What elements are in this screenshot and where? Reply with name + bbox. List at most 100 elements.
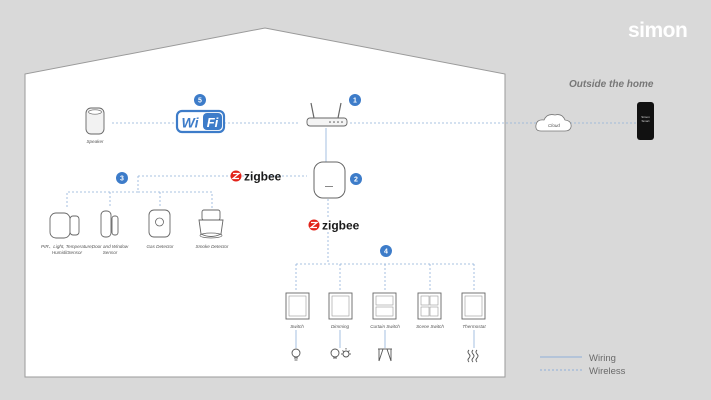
wired-links (295, 128, 475, 348)
smoke-detector-icon (198, 219, 224, 237)
bulb-glass (291, 348, 301, 358)
badge-circle (380, 245, 392, 257)
switch-rocker (331, 295, 350, 317)
dimming-label: Dimming (331, 324, 350, 329)
door-sensor-body (100, 210, 112, 238)
heat-wave (467, 349, 471, 363)
door-sensor-label-1: Door and Window (92, 244, 129, 249)
router-antenna-left (310, 102, 315, 119)
sun-ray (348, 350, 350, 352)
switch-plate (372, 292, 397, 320)
switch-plate (461, 292, 486, 320)
gas-detector-grille (155, 217, 164, 227)
curtain-icon (378, 348, 392, 362)
sensor-bus-right (138, 191, 213, 208)
switch-label: Switch (290, 324, 304, 329)
cloud-icon (535, 114, 572, 132)
badge-circle (194, 94, 206, 106)
scene-switch-label: Scene Switch (416, 324, 444, 329)
router-led (341, 121, 343, 123)
smoke-detector-top (201, 209, 221, 221)
phone-text-line-2: Smart (641, 119, 649, 123)
switch-rocker (464, 295, 483, 317)
switch-rocker (420, 295, 430, 306)
speaker-top (88, 109, 102, 115)
door-sensor-magnet (111, 215, 119, 236)
zigbee-icon-z (231, 172, 241, 180)
gateway-icon (313, 161, 346, 199)
legend-wiring-label: Wiring (589, 353, 616, 364)
speaker: Speaker (85, 107, 105, 144)
light-bulb-icon (291, 348, 301, 361)
switch-plate (328, 292, 353, 320)
door-sensor-label-2: Sensor (103, 250, 118, 255)
badge-number: 3 (120, 176, 124, 183)
sun-core (342, 350, 350, 358)
pir-sensor-lens (69, 215, 80, 236)
badge-1: 1 (349, 94, 361, 106)
wifi-logo-fi: Fi (207, 115, 219, 130)
pir-sensor: PIR、Light, Temperature, HumiditSensor (41, 212, 93, 255)
brand-logo: simon (628, 19, 687, 42)
thermostat: Thermostat (461, 292, 486, 329)
heat-wave (471, 349, 475, 363)
switch-rocker (288, 295, 307, 317)
switch-panel: Switch (285, 292, 310, 329)
router-led (333, 121, 335, 123)
badge-number: 5 (198, 98, 202, 105)
cloud-label: Cloud (548, 123, 560, 128)
gas-detector: Gas Detector (146, 209, 174, 249)
zigbee-logo-upper: zigbee (230, 170, 282, 184)
zigbee-label-upper: zigbee (244, 170, 282, 184)
router (306, 102, 348, 127)
badge-3: 3 (116, 172, 128, 184)
zigbee-icon-z (309, 221, 319, 229)
router-antenna-right (337, 102, 342, 119)
scene-switch: Scene Switch (416, 292, 444, 329)
heat-wave (475, 349, 479, 363)
zigbee-gateway (313, 161, 346, 199)
phone-text-line-1: Simon (641, 115, 650, 119)
curtain-switch: Curtain Switch (370, 292, 400, 329)
router-icon (306, 117, 348, 127)
pir-sensor-label-1: PIR、Light, Temperature, (41, 244, 93, 249)
smoke-detector: Smoke Detector (196, 209, 229, 249)
switch-plate (285, 292, 310, 320)
dimmable-light-icon (330, 348, 351, 359)
pir-sensor-label-2: HumiditSensor (52, 250, 83, 255)
smartphone: Simon Smart (637, 102, 654, 140)
heating-icon (467, 349, 479, 363)
wifi-logo: Wi Fi (175, 109, 226, 134)
curtain-switch-label: Curtain Switch (370, 324, 400, 329)
badge-2: 2 (350, 173, 362, 185)
wifi-logo-fi-box (203, 113, 222, 130)
legend: Wiring Wireless (540, 353, 626, 377)
badge-number: 4 (384, 249, 388, 256)
curtain-left (378, 348, 384, 362)
badge-4: 4 (380, 245, 392, 257)
switch-rocker (429, 306, 439, 317)
zigbee-logo-lower: zigbee (308, 219, 360, 233)
smoke-detector-base (199, 232, 223, 239)
router-led (337, 121, 339, 123)
router-led (329, 121, 331, 123)
gas-detector-icon (148, 209, 171, 238)
zigbee-label-lower: zigbee (322, 219, 360, 233)
door-window-sensor: Door and Window Sensor (92, 210, 129, 255)
legend-wireless-label: Wireless (589, 366, 626, 377)
pir-sensor-icon (49, 212, 71, 239)
dimming-switch: Dimming (328, 292, 353, 329)
badge-circle (350, 173, 362, 185)
switch-rocker (420, 306, 430, 317)
switch-rocker (375, 306, 394, 317)
switch-rocker (429, 295, 439, 306)
gateway-logo-mark (325, 186, 333, 187)
wifi-logo-wi: Wi (182, 115, 200, 131)
switch-rocker (375, 295, 394, 306)
curtain-right (386, 348, 392, 362)
cloud: Cloud (535, 114, 572, 132)
badge-number: 2 (354, 177, 358, 184)
thermostat-label: Thermostat (462, 324, 486, 329)
